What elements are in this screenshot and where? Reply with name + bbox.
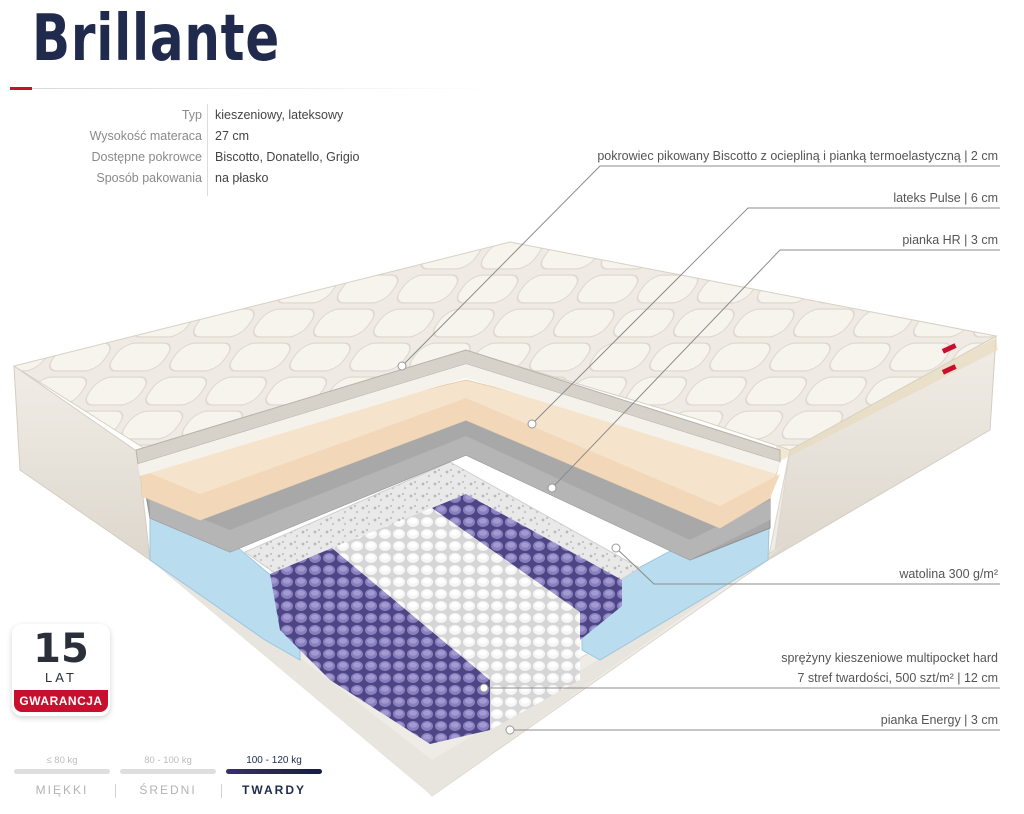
spec-row-covers: Dostępne pokrowce bbox=[0, 150, 202, 171]
warranty-badge: 15 LAT GWARANCJA bbox=[12, 624, 110, 716]
product-title: Brillante bbox=[32, 2, 280, 76]
spec-label: Dostępne pokrowce bbox=[91, 150, 202, 164]
firmness-range: 100 - 120 kg bbox=[246, 755, 302, 766]
warranty-unit: LAT bbox=[45, 670, 77, 685]
spec-label: Sposób pakowania bbox=[96, 171, 202, 185]
firmness-option-medium: 80 - 100 kg ŚREDNI bbox=[120, 754, 216, 797]
callout-wadding: watolina 300 g/m² bbox=[899, 567, 998, 581]
spec-row-height: Wysokość materaca bbox=[0, 129, 202, 150]
spec-label: Wysokość materaca bbox=[89, 129, 202, 143]
callout-springs-line2: 7 stref twardości, 500 szt/m² | 12 cm bbox=[797, 671, 998, 685]
firmness-bar bbox=[14, 769, 110, 774]
firmness-name: MIĘKKI bbox=[35, 783, 89, 797]
firmness-separator bbox=[115, 784, 116, 798]
callout-energy-foam: pianka Energy | 3 cm bbox=[880, 713, 998, 727]
callout-springs-line1: sprężyny kieszeniowe multipocket hard bbox=[781, 651, 998, 665]
spec-divider bbox=[207, 104, 208, 196]
firmness-range: ≤ 80 kg bbox=[46, 755, 78, 766]
firmness-name: TWARDY bbox=[242, 783, 306, 797]
title-accent-bar bbox=[10, 87, 32, 90]
spec-row-packing: Sposób pakowania bbox=[0, 171, 202, 192]
firmness-range: 80 - 100 kg bbox=[144, 755, 192, 766]
spec-label: Typ bbox=[181, 108, 202, 122]
spec-value: 27 cm bbox=[215, 129, 250, 143]
warranty-label: GWARANCJA bbox=[14, 690, 108, 712]
warranty-years: 15 bbox=[33, 626, 89, 672]
spec-row-type: Typ bbox=[0, 108, 202, 129]
firmness-bar-active bbox=[226, 769, 322, 774]
callout-latex: lateks Pulse | 6 cm bbox=[893, 191, 998, 205]
firmness-name: ŚREDNI bbox=[139, 783, 197, 797]
firmness-scale: ≤ 80 kg MIĘKKI 80 - 100 kg ŚREDNI 100 - … bbox=[14, 754, 324, 804]
spec-value: kieszeniowy, lateksowy bbox=[215, 108, 344, 122]
firmness-separator bbox=[221, 784, 222, 798]
spec-value: na płasko bbox=[215, 171, 269, 185]
callout-hr-foam: pianka HR | 3 cm bbox=[902, 233, 998, 247]
firmness-bar bbox=[120, 769, 216, 774]
firmness-option-hard: 100 - 120 kg TWARDY bbox=[226, 754, 322, 797]
spec-value: Biscotto, Donatello, Grigio bbox=[215, 150, 360, 164]
firmness-option-soft: ≤ 80 kg MIĘKKI bbox=[14, 754, 110, 797]
title-divider bbox=[10, 88, 495, 89]
callout-cover: pokrowiec pikowany Biscotto z ociepliną … bbox=[597, 149, 998, 163]
